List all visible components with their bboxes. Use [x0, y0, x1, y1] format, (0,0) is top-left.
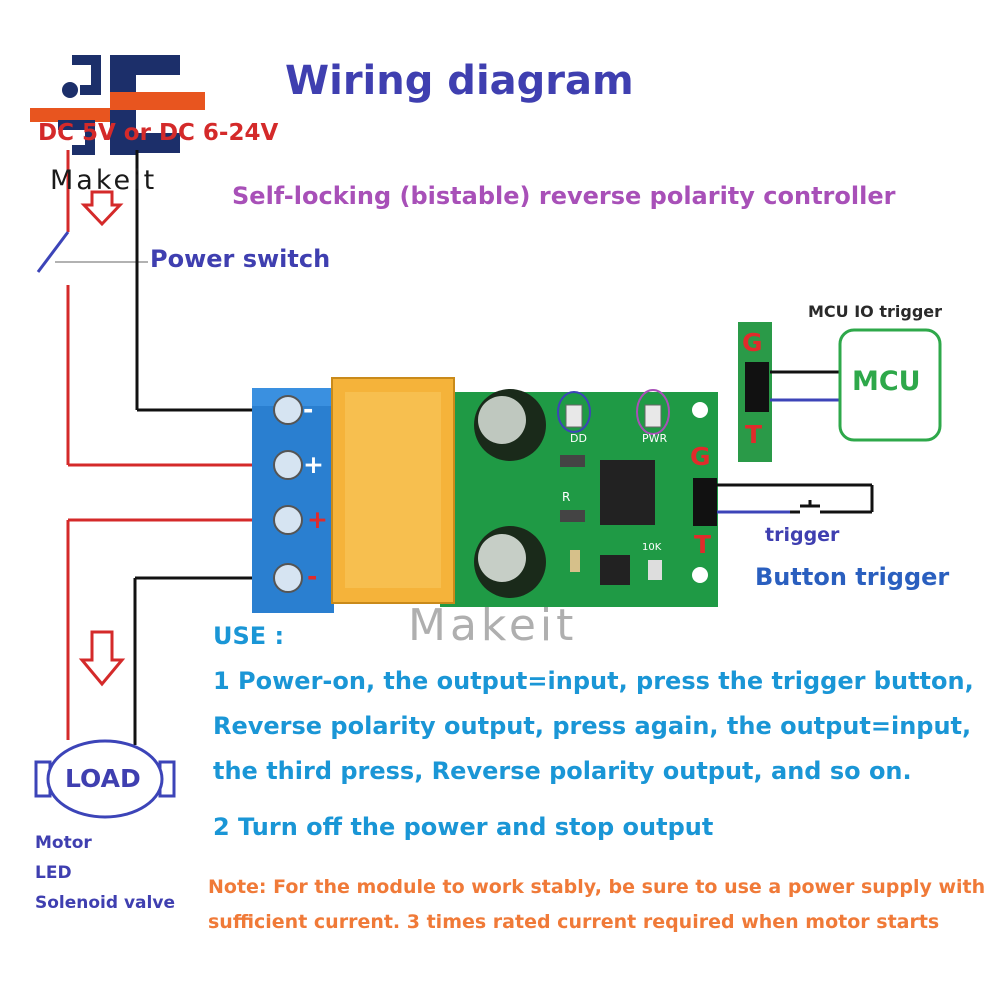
button-trigger-label: Button trigger	[755, 563, 950, 591]
diagram-subtitle: Self-locking (bistable) reverse polarity…	[232, 182, 896, 210]
trigger-label: trigger	[765, 524, 840, 546]
diagram-title: Wiring diagram	[285, 58, 634, 104]
power-switch-label: Power switch	[150, 245, 331, 273]
led-icon	[644, 404, 662, 428]
makeit-logo	[30, 55, 205, 155]
watermark-text: Makeit	[408, 600, 578, 651]
mcu-pin-g: G	[742, 328, 763, 357]
down-arrow-icon	[80, 190, 124, 227]
mcu-box	[838, 328, 942, 442]
power-supply-label: DC 5V or DC 6-24V	[38, 120, 279, 146]
mcu-trigger-title: MCU IO trigger	[808, 302, 943, 321]
load-item: Solenoid valve	[35, 893, 175, 913]
silk-10k: 10K	[642, 542, 662, 553]
use-line: 1 Power-on, the output=input, press the …	[213, 667, 974, 695]
note-line: sufficient current. 3 times rated curren…	[208, 911, 940, 933]
use-heading: USE :	[213, 622, 285, 650]
led-icon	[565, 404, 583, 428]
terminal-label: -	[307, 562, 318, 591]
note-line: Note: For the module to work stably, be …	[208, 876, 986, 898]
terminal-label: -	[303, 395, 314, 424]
load-item: LED	[35, 863, 72, 883]
terminal-label: +	[303, 450, 324, 479]
load-item: Motor	[35, 833, 92, 853]
pushbutton-icon	[790, 500, 872, 514]
use-line: Reverse polarity output, press again, th…	[213, 712, 972, 740]
mcu-label: MCU	[852, 366, 921, 397]
use-line: the third press, Reverse polarity output…	[213, 757, 912, 785]
down-arrow-icon	[78, 630, 126, 687]
motor-load-icon	[34, 739, 176, 819]
silk-r: R	[562, 490, 571, 504]
silk-pwr: PWR	[642, 432, 668, 445]
module-board	[252, 377, 718, 613]
terminal-label: +	[307, 505, 328, 534]
silk-dd: DD	[570, 432, 587, 445]
brand-logo-text: Makeit	[50, 165, 158, 196]
load-label: LOAD	[65, 764, 141, 793]
button-pin-t: T	[694, 530, 712, 559]
button-pin-g: G	[690, 442, 711, 471]
mcu-pin-t: T	[745, 420, 763, 449]
use-line: 2 Turn off the power and stop output	[213, 813, 714, 841]
